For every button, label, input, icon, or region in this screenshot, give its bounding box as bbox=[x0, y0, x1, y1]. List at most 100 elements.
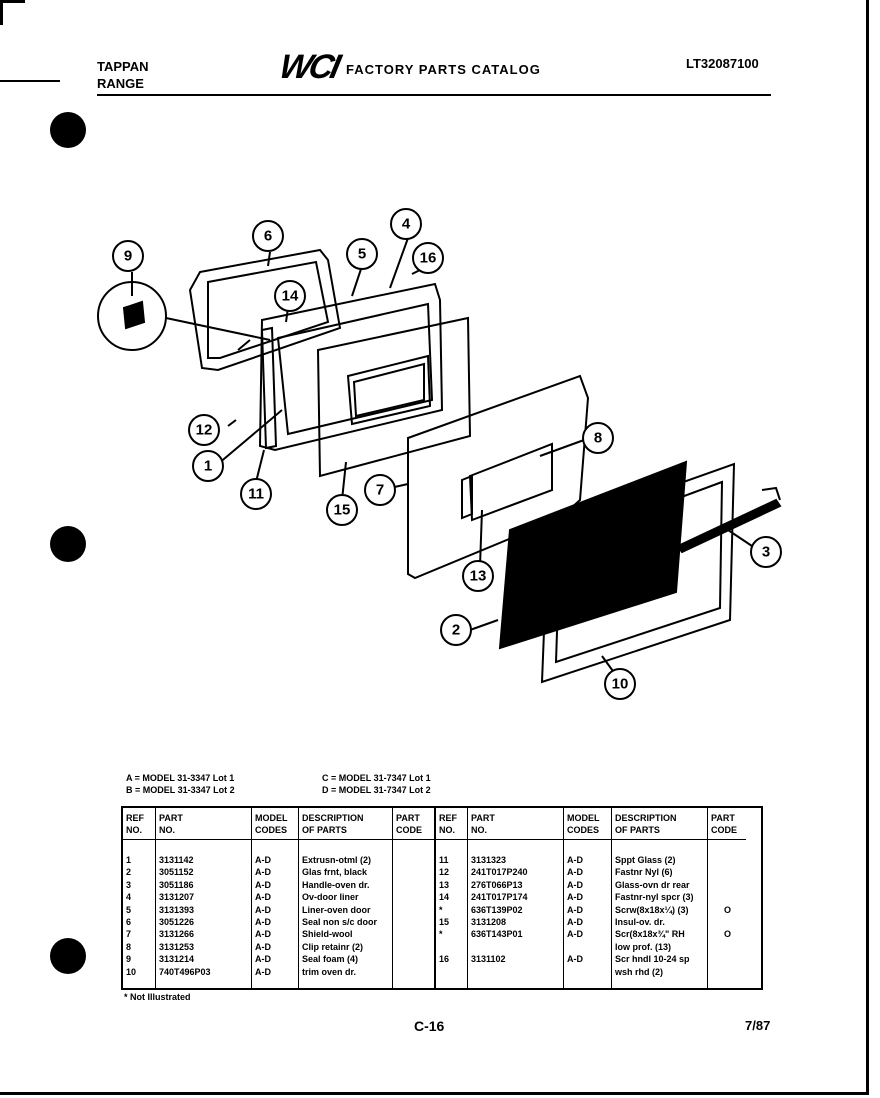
cell-left-part: 3131253 bbox=[159, 941, 195, 952]
catalog-title: FACTORY PARTS CATALOG bbox=[346, 62, 541, 77]
cell-left-code bbox=[396, 966, 432, 978]
callout-10: 10 bbox=[612, 676, 629, 693]
header-ref-right: REF NO. bbox=[436, 808, 467, 840]
cell-right-code: O bbox=[723, 929, 731, 940]
cell-right-desc: low prof. (13) bbox=[615, 941, 671, 952]
brand-block: TAPPAN RANGE bbox=[97, 58, 149, 92]
callout-14-circle bbox=[274, 280, 306, 312]
header-ref: REF NO. bbox=[123, 808, 155, 840]
cell-left-part: 3051152 bbox=[159, 867, 194, 878]
model-legend: A = MODEL 31-3347 Lot 1 C = MODEL 31-734… bbox=[126, 772, 518, 796]
cell-left-part: 740T496P03 bbox=[159, 966, 211, 977]
cell-right-ref: 12 bbox=[439, 867, 450, 878]
part-handle bbox=[676, 498, 782, 554]
cell-left-desc: Shield-wool bbox=[302, 929, 353, 940]
cell-left-model: A-D bbox=[255, 904, 271, 915]
cell-left-part: 3051186 bbox=[159, 879, 194, 890]
cell-left-code bbox=[396, 891, 432, 903]
model-d: D = MODEL 31-7347 Lot 2 bbox=[322, 785, 431, 795]
header-model: MODEL CODES bbox=[252, 808, 298, 840]
cell-right-part: 276T066P13 bbox=[471, 879, 523, 890]
exploded-door-diagram: 1 2 3 4 5 6 7 8 9 10 11 12 13 14 15 16 bbox=[97, 208, 782, 700]
cell-right-desc: Scrw(8x18x¼) (3) bbox=[615, 904, 689, 915]
col-desc-right: DESCRIPTION OF PARTS Sppt Glass (2)Fastn… bbox=[611, 808, 707, 988]
cell-right-model: A-D bbox=[567, 892, 583, 903]
callout-3: 3 bbox=[762, 544, 770, 561]
cell-left-desc: trim oven dr. bbox=[302, 966, 357, 977]
callout-circles bbox=[112, 208, 782, 700]
cell-left-ref: 5 bbox=[126, 904, 132, 915]
cell-left-ref: 4 bbox=[126, 892, 132, 903]
cell-left-ref: 8 bbox=[126, 941, 132, 952]
callout-7: 7 bbox=[376, 482, 384, 499]
cell-right-part bbox=[471, 966, 561, 978]
cell-right-ref bbox=[439, 941, 465, 953]
brand-line-2: RANGE bbox=[97, 76, 144, 91]
callout-16-circle bbox=[412, 242, 444, 274]
header-code-right: PART CODE bbox=[708, 808, 746, 840]
cell-left-code bbox=[396, 904, 432, 916]
cell-left-model: A-D bbox=[255, 855, 271, 865]
cell-right-ref: 16 bbox=[439, 954, 450, 965]
cell-left-ref: 9 bbox=[126, 954, 132, 965]
header-part: PART NO. bbox=[156, 808, 251, 840]
cell-left-ref: 7 bbox=[126, 929, 132, 940]
model-b: B = MODEL 31-3347 Lot 2 bbox=[126, 785, 235, 795]
callout-7-circle bbox=[364, 474, 396, 506]
page-number: C-16 bbox=[414, 1018, 445, 1034]
part-front-glass bbox=[498, 460, 688, 650]
cell-right-code bbox=[711, 966, 744, 978]
cell-right-part: 636T143P01 bbox=[471, 929, 523, 940]
cell-right-part: 636T139P02 bbox=[471, 904, 523, 915]
cell-right-code bbox=[711, 953, 744, 965]
cell-left-part: 3131142 bbox=[159, 855, 194, 865]
cell-left-desc: Clip retainr (2) bbox=[302, 941, 364, 952]
cell-right-part: 241T017P174 bbox=[471, 892, 528, 903]
cell-left-desc: Liner-oven door bbox=[302, 904, 371, 915]
wci-logo: WCI bbox=[276, 48, 342, 86]
part-door-trim bbox=[540, 462, 736, 684]
callout-10-circle bbox=[604, 668, 636, 700]
callout-15-circle bbox=[326, 494, 358, 526]
cell-left-ref: 6 bbox=[126, 916, 132, 927]
callout-8: 8 bbox=[594, 430, 602, 447]
cell-right-part: 241T017P240 bbox=[471, 867, 528, 878]
cell-right-desc: Fastnr Nyl (6) bbox=[615, 867, 673, 878]
cell-left-desc: Ov-door liner bbox=[302, 892, 359, 903]
callout-2: 2 bbox=[452, 622, 460, 639]
callout-4: 4 bbox=[402, 216, 411, 233]
cell-right-code bbox=[711, 854, 744, 866]
callout-11: 11 bbox=[248, 486, 264, 503]
cell-right-part: 3131102 bbox=[471, 954, 506, 965]
cell-right-desc: Insul-ov. dr. bbox=[615, 916, 665, 927]
cell-right-model: A-D bbox=[567, 954, 583, 965]
catalog-number: LT32087100 bbox=[686, 56, 759, 71]
cell-right-ref: 11 bbox=[439, 855, 449, 865]
cell-left-model: A-D bbox=[255, 867, 271, 878]
cell-left-code bbox=[396, 941, 432, 953]
footnote: * Not Illustrated bbox=[124, 992, 191, 1002]
callout-5: 5 bbox=[358, 246, 366, 263]
callout-3-circle bbox=[750, 536, 782, 568]
cell-left-desc: Extrusn-otml (2) bbox=[302, 855, 372, 865]
header-model-right: MODEL CODES bbox=[564, 808, 611, 840]
binder-hole-middle bbox=[50, 526, 86, 562]
callout-4-circle bbox=[390, 208, 422, 240]
binder-hole-top bbox=[50, 112, 86, 148]
cell-right-desc: Scr(8x18x¾" RH bbox=[615, 929, 685, 940]
callout-13-circle bbox=[462, 560, 494, 592]
cell-left-code bbox=[396, 866, 432, 878]
cell-left-ref: 3 bbox=[126, 879, 132, 890]
header-part-right: PART NO. bbox=[468, 808, 563, 840]
header-desc: DESCRIPTION OF PARTS bbox=[299, 808, 392, 840]
cell-left-model: A-D bbox=[255, 892, 271, 903]
cell-right-model: A-D bbox=[567, 904, 583, 915]
col-desc: DESCRIPTION OF PARTS Extrusn-otml (2)Gla… bbox=[298, 808, 392, 988]
